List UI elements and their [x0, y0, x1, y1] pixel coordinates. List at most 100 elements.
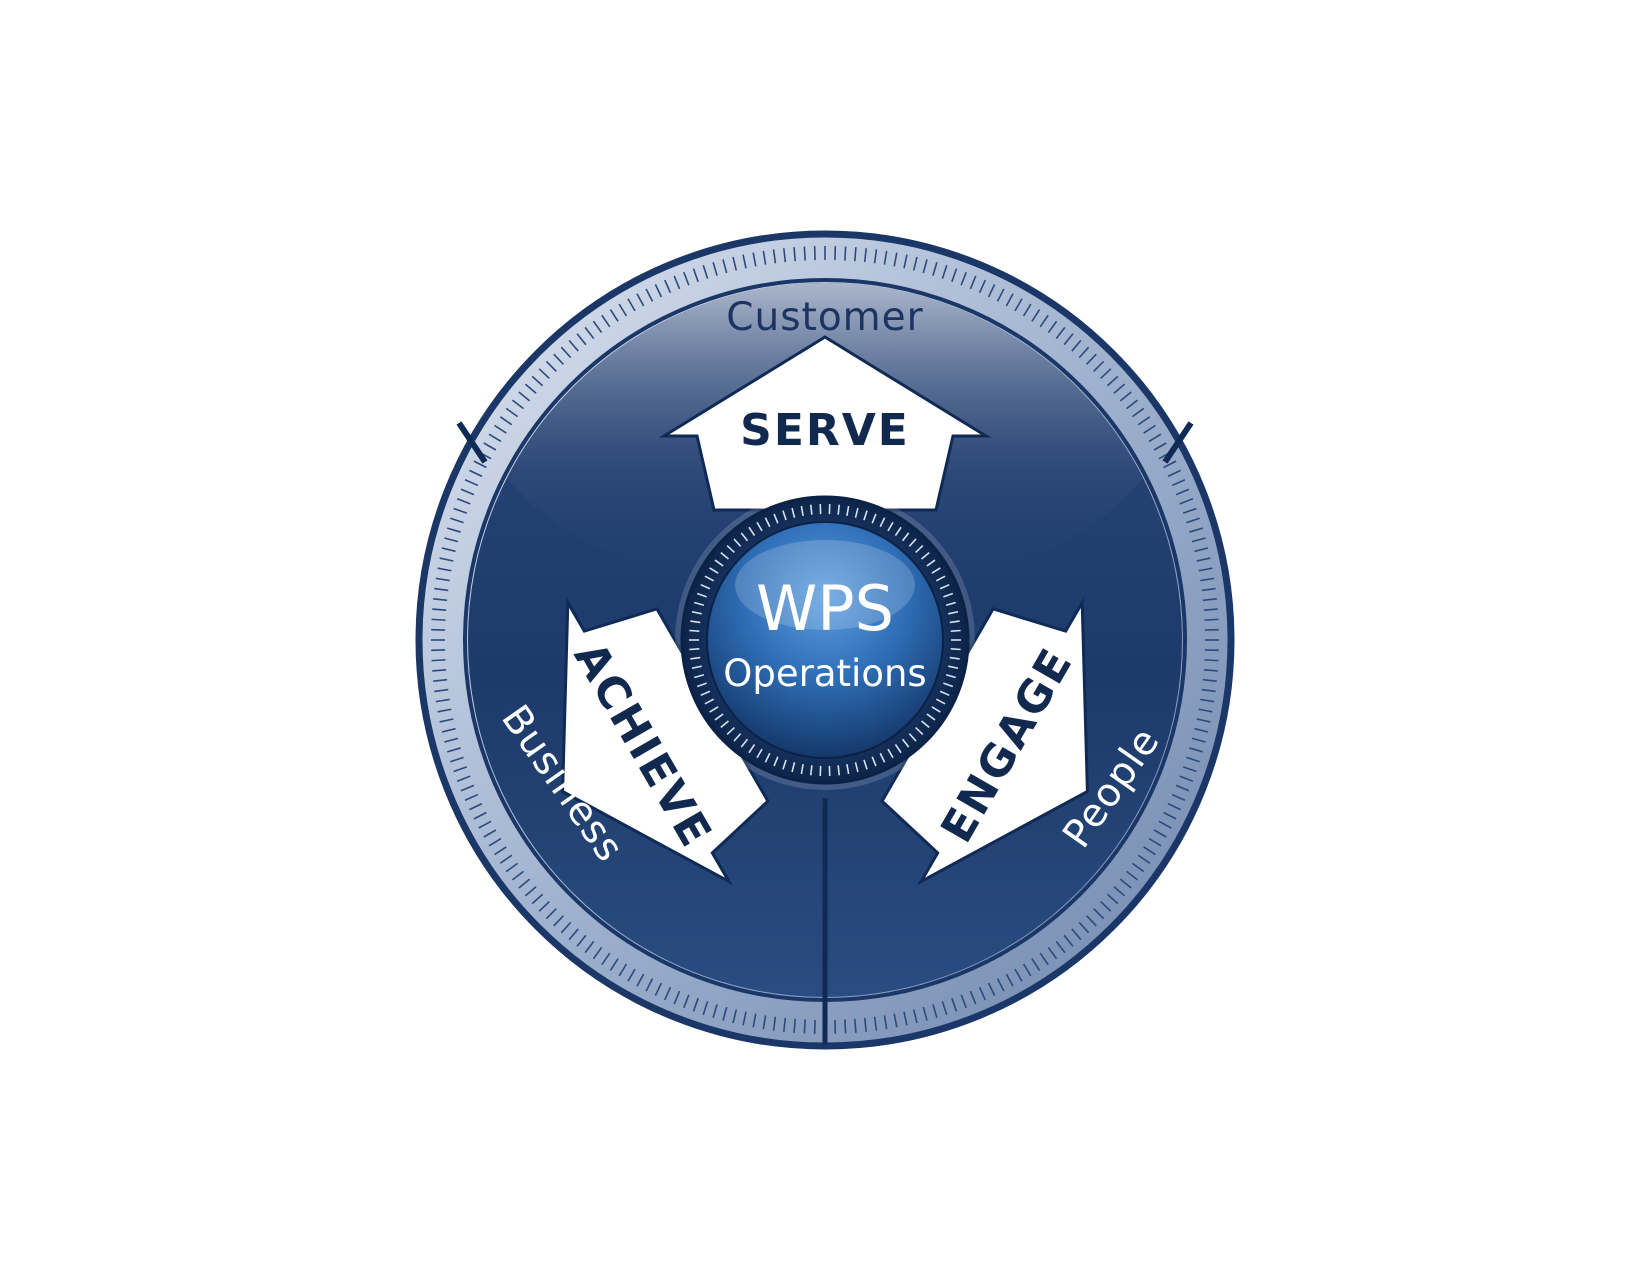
tick-mark: [894, 744, 902, 754]
tick-mark: [803, 246, 806, 261]
tick-mark: [921, 551, 930, 560]
tick-mark: [732, 256, 738, 271]
tick-mark: [1085, 915, 1097, 927]
tick-mark: [1194, 727, 1209, 733]
tick-mark: [1031, 309, 1041, 322]
tick-mark: [1071, 928, 1082, 941]
tick-mark: [943, 682, 954, 688]
tick-mark: [935, 575, 946, 582]
tick-mark: [1201, 587, 1216, 592]
tick-mark: [748, 744, 756, 754]
tick-mark: [1113, 383, 1126, 394]
tick-mark: [1047, 946, 1058, 960]
tick-mark: [939, 583, 950, 590]
tick-mark: [800, 763, 804, 775]
tick-mark: [883, 250, 888, 265]
tick-mark: [1153, 829, 1167, 838]
tick-mark: [560, 921, 572, 934]
outer-ring-ticks: [431, 246, 1219, 1034]
tick-mark: [948, 610, 959, 615]
tick-mark: [950, 647, 961, 651]
tick-mark: [863, 759, 868, 770]
tick-mark: [1014, 298, 1023, 312]
tick-mark: [1196, 557, 1211, 562]
tick-mark: [1203, 669, 1218, 672]
tick-mark: [553, 915, 565, 927]
arrow-serve-label: SERVE: [740, 405, 910, 456]
tick-mark: [499, 854, 513, 864]
tick-mark: [854, 507, 859, 518]
tick-mark: [1119, 391, 1132, 402]
tick-mark: [1143, 424, 1156, 434]
tick-mark: [773, 756, 779, 767]
tick-mark: [1047, 320, 1058, 334]
tick-mark: [576, 333, 587, 346]
tick-mark: [1014, 968, 1023, 982]
arrow-engage: ENGAGE: [880, 597, 1089, 886]
tick-mark: [1194, 547, 1209, 553]
tick-mark: [434, 688, 449, 693]
tick-mark: [1198, 708, 1213, 713]
tick-mark: [435, 698, 450, 703]
tick-mark: [664, 279, 672, 294]
tick-mark: [627, 968, 636, 982]
tick-mark: [518, 391, 531, 402]
tick-mark: [1005, 293, 1014, 307]
tick-mark: [800, 505, 804, 517]
tick-mark: [752, 1013, 757, 1028]
tick-mark: [996, 288, 1005, 302]
hub: WPS Operations: [675, 490, 975, 790]
tick-mark: [951, 268, 958, 283]
tick-mark: [912, 256, 918, 271]
tick-mark: [683, 271, 690, 286]
tick-mark: [1039, 314, 1049, 328]
tick-mark: [545, 908, 557, 920]
tick-mark: [1100, 368, 1112, 380]
tick-mark: [1204, 659, 1219, 662]
tick-mark: [460, 488, 475, 496]
tick-mark: [696, 592, 707, 598]
tick-mark: [742, 254, 747, 269]
tick-mark: [1093, 908, 1105, 920]
tick-mark: [740, 738, 749, 748]
tick-mark: [782, 759, 787, 770]
tick-mark: [1171, 793, 1186, 801]
tick-mark: [773, 513, 779, 524]
tick-mark: [782, 510, 787, 521]
tick-mark: [689, 647, 700, 651]
tick-mark: [664, 986, 672, 1001]
tick-mark: [505, 407, 519, 418]
tick-mark: [742, 1011, 747, 1026]
tick-mark: [464, 793, 479, 801]
tick-mark: [908, 733, 917, 742]
tick-mark: [478, 820, 492, 829]
tick-mark: [433, 678, 448, 682]
tick-mark: [1202, 678, 1217, 682]
tick-mark: [1171, 479, 1186, 487]
divider-left: [456, 421, 488, 464]
tick-mark: [1191, 737, 1206, 743]
tick-mark: [772, 1016, 777, 1031]
tick-mark: [702, 1001, 709, 1015]
tick-mark: [488, 433, 502, 443]
tick-mark: [1143, 846, 1156, 856]
tick-mark: [704, 575, 715, 582]
tick-mark: [1202, 598, 1217, 602]
tick-mark: [1198, 567, 1213, 572]
tick-mark: [1158, 820, 1172, 829]
tick-mark: [987, 284, 996, 298]
tick-mark: [446, 747, 461, 753]
tick-mark: [453, 507, 468, 514]
tick-mark: [450, 517, 464, 524]
tick-mark: [460, 784, 475, 792]
tick-mark: [1137, 854, 1151, 864]
tick-mark: [432, 608, 447, 611]
tick-mark: [690, 620, 701, 624]
tick-mark: [894, 526, 902, 536]
tick-mark: [1085, 353, 1097, 365]
tick-mark: [499, 416, 513, 426]
tick-mark: [434, 587, 449, 592]
tick-mark: [996, 978, 1005, 992]
tick-mark: [854, 247, 857, 262]
